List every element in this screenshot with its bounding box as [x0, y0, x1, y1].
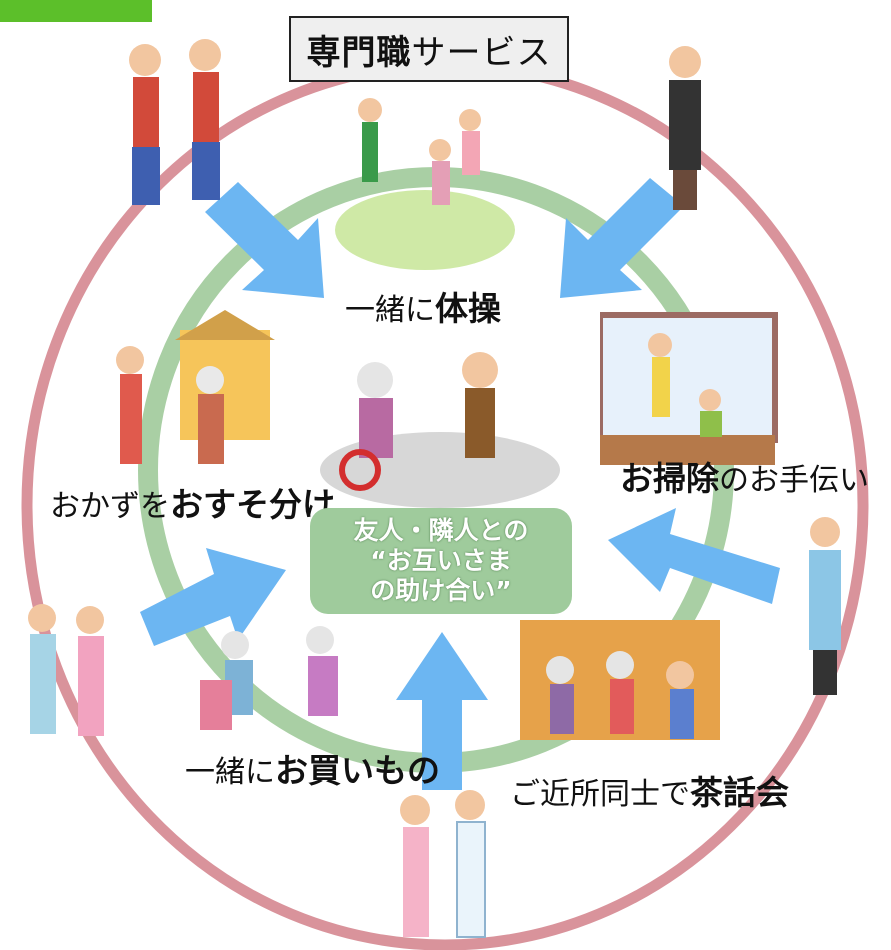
label-shopping-bold: お買いもの — [275, 751, 440, 790]
label-cleaning-bold: お掃除 — [620, 459, 719, 498]
center-illustration — [320, 352, 560, 508]
label-shopping-pre: 一緒に — [185, 755, 275, 790]
label-tea-pre: ご近所同士で — [510, 777, 690, 812]
cleaning-illustration — [600, 312, 778, 465]
label-tea: ご近所同士で茶話会 — [510, 766, 789, 814]
professional-pair-left — [28, 604, 104, 736]
title-box: 専門職サービス — [289, 16, 569, 82]
professional-right — [809, 517, 841, 695]
arrow-left — [140, 548, 286, 646]
arrow-top-left — [205, 182, 324, 298]
exercise-illustration — [335, 98, 515, 270]
arrow-bottom — [396, 632, 488, 790]
center-line-1: 友人・隣人との — [353, 516, 529, 545]
corner-tab — [0, 0, 152, 22]
professional-top-right — [669, 46, 701, 210]
tea-party-illustration — [520, 620, 720, 740]
label-sharing-bold: おすそ分け — [170, 485, 335, 524]
shopping-illustration — [200, 626, 338, 730]
label-exercise-bold: 体操 — [435, 289, 501, 328]
label-cleaning: お掃除のお手伝い — [620, 452, 869, 500]
center-line-3: の助け合い” — [370, 576, 512, 605]
label-tea-bold: 茶話会 — [690, 773, 789, 812]
professional-pair-top-left — [129, 39, 221, 205]
center-message-box: 友人・隣人との “お互いさま の助け合い” — [310, 508, 572, 614]
center-line-2: “お互いさま — [370, 546, 512, 575]
title-bold: 専門職 — [306, 32, 412, 73]
label-sharing-pre: おかずを — [50, 489, 170, 524]
label-shopping: 一緒にお買いもの — [185, 744, 440, 792]
label-sharing: おかずをおすそ分け — [50, 478, 335, 526]
arrow-right — [608, 508, 780, 604]
label-exercise-pre: 一緒に — [345, 293, 435, 328]
professional-pair-bottom — [400, 790, 486, 938]
arrow-top-right — [560, 178, 684, 298]
sharing-illustration — [116, 310, 275, 464]
label-exercise: 一緒に体操 — [345, 282, 501, 330]
title-light: サービス — [411, 32, 552, 73]
label-cleaning-post: のお手伝い — [719, 463, 869, 498]
